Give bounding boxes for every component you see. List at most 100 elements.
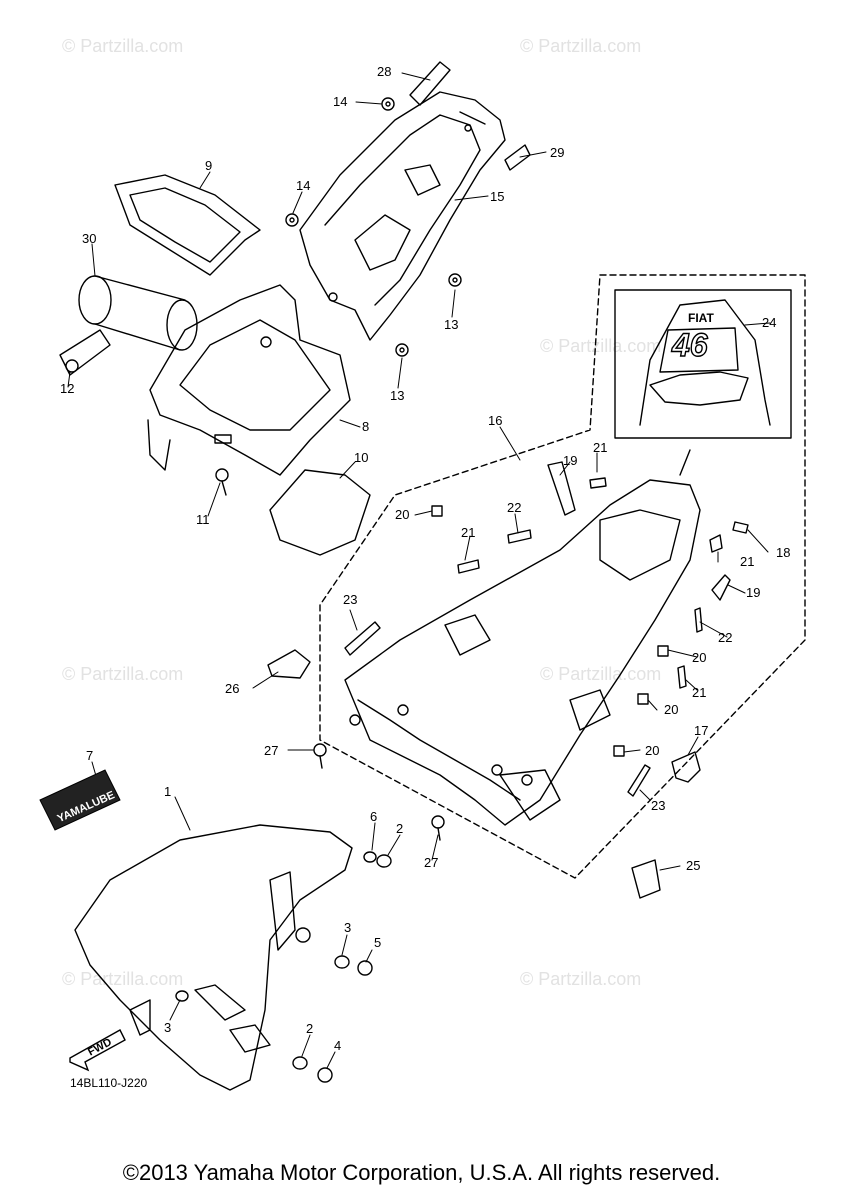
sticker-21c [709,534,723,553]
collar-3-lower [175,990,189,1002]
sticker-19a [547,461,576,516]
callout-27: 27 [264,743,278,758]
stickers [344,461,749,797]
callout-26: 26 [225,681,239,696]
callout-30: 30 [82,231,96,246]
leader-lines [67,72,771,1069]
callout-6: 6 [370,809,377,824]
callout-29: 29 [550,145,564,160]
decal-number: 46 [671,327,708,363]
callout-12: 12 [60,381,74,396]
sticker-20c [637,693,649,705]
diagram-code: 14BL110-J220 [70,1076,148,1090]
inset-tail-decal [614,289,792,476]
battery-band [59,329,111,376]
callout-14: 14 [333,94,347,109]
callout-21: 21 [740,554,754,569]
damper-25 [631,859,661,899]
callout-19: 19 [563,453,577,468]
callout-20: 20 [395,507,409,522]
callout-22: 22 [507,500,521,515]
sticker-23b [627,764,651,797]
callout-3: 3 [344,920,351,935]
fwd-text: FWD [86,1036,114,1058]
callout-21: 21 [593,440,607,455]
sticker-21b [457,559,480,574]
collar-2-lower [292,1056,308,1070]
battery-box-sheet [269,469,371,556]
callout-25: 25 [686,858,700,873]
rear-fender-tray [299,91,506,341]
sticker-21a [589,477,607,489]
callout-22: 22 [718,630,732,645]
collar-2-upper [376,854,392,868]
callout-27: 27 [424,855,438,870]
callout-21: 21 [692,685,706,700]
watermark: © Partzilla.com [520,969,641,989]
callout-2: 2 [396,821,403,836]
collar-6 [363,851,377,863]
callout-16: 16 [488,413,502,428]
copyright-notice: ©2013 Yamaha Motor Corporation, U.S.A. A… [122,1160,721,1185]
battery-cover [114,174,261,276]
sticker-19b [711,574,731,601]
callout-13: 13 [390,388,404,403]
callout-10: 10 [354,450,368,465]
callout-3: 3 [164,1020,171,1035]
seat-cowl-outline [319,274,806,879]
bracket-17 [671,751,701,783]
tail-decal-46: FIAT 46 [670,311,714,364]
callout-13: 13 [444,317,458,332]
screw-4 [317,1067,333,1083]
decal-sticker-29 [504,144,531,171]
sticker-20d [613,745,625,757]
bolt-27-lower [431,815,445,841]
callout-2: 2 [306,1021,313,1036]
sticker-22a [507,529,532,544]
sticker-23a [344,621,381,656]
front-fender [74,824,353,1091]
callout-15: 15 [490,189,504,204]
damper-26 [267,649,311,679]
fwd-arrow: FWD [69,1029,126,1072]
callout-21: 21 [461,525,475,540]
callout-20: 20 [645,743,659,758]
callout-5: 5 [374,935,381,950]
callout-23: 23 [343,592,357,607]
callout-4: 4 [334,1038,341,1053]
callout-18: 18 [776,545,790,560]
battery-box [147,284,351,476]
callout-8: 8 [362,419,369,434]
bolt-14-left [285,213,299,227]
screw-11 [215,468,229,496]
callout-20: 20 [692,650,706,665]
sticker-21d [677,665,687,689]
callout-17: 17 [694,723,708,738]
watermarks: © Partzilla.com © Partzilla.com © Partzi… [62,36,661,989]
callout-24: 24 [762,315,776,330]
callout-9: 9 [205,158,212,173]
callout-14: 14 [296,178,310,193]
collar-3-upper [334,955,350,969]
callout-28: 28 [377,64,391,79]
watermark: © Partzilla.com [520,36,641,56]
decal-sticker-28 [409,61,451,106]
sticker-20a [431,505,443,517]
bolt-14-top [381,97,395,111]
bolt-27-left [313,743,327,769]
callout-20: 20 [664,702,678,717]
watermark: © Partzilla.com [540,336,661,356]
seat-cowl [344,479,701,826]
callout-23: 23 [651,798,665,813]
screw-5 [357,960,373,976]
sticker-20b [657,645,669,657]
callout-7: 7 [86,748,93,763]
watermark: © Partzilla.com [62,664,183,684]
sticker-22b [694,607,703,633]
watermark: © Partzilla.com [62,36,183,56]
fiat-text: FIAT [688,311,714,325]
callout-19: 19 [746,585,760,600]
bolt-13-lower [395,343,409,357]
yamalube-decal: YAMALUBE [39,769,121,831]
